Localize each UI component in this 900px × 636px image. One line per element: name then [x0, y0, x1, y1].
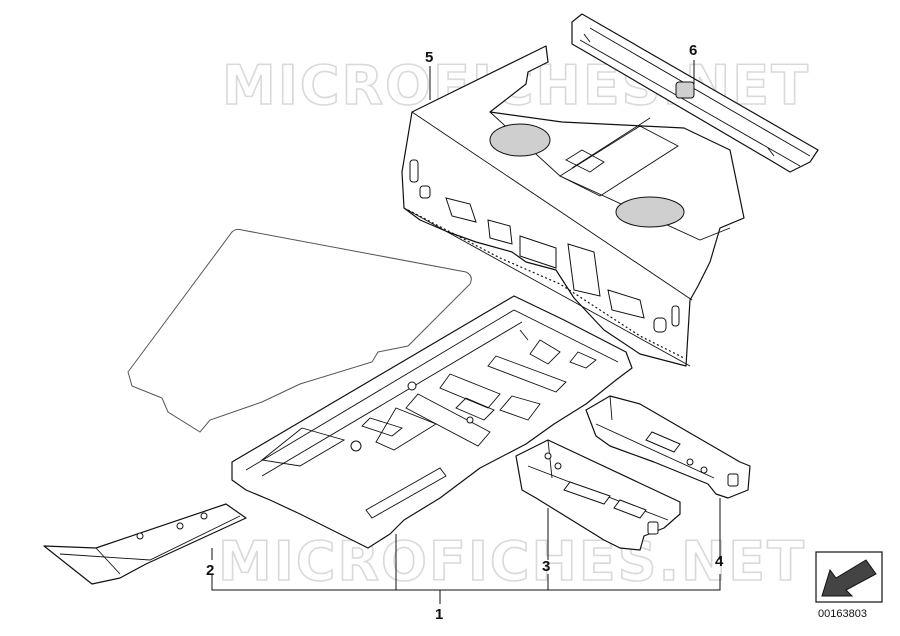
- part-6-cross-member: [571, 13, 819, 173]
- leader-lines: [211, 60, 721, 604]
- floor-mat: [127, 228, 472, 433]
- part-3-bracket: [515, 439, 681, 551]
- callout-1: 1: [435, 606, 443, 623]
- part-2-floor-rail: [43, 503, 247, 585]
- reference-box: [815, 551, 883, 603]
- callout-2: 2: [206, 562, 214, 579]
- part-4-bracket: [585, 395, 751, 499]
- callout-5: 5: [425, 49, 433, 66]
- callout-6: 6: [689, 42, 697, 59]
- callout-3: 3: [542, 558, 550, 575]
- reference-number: 00163803: [818, 608, 867, 620]
- part-5-rear-floor: [401, 45, 745, 367]
- callout-4: 4: [715, 553, 724, 570]
- part-1-floor-pan: [231, 295, 633, 549]
- watermark-bottom: MICROFICHES.NET: [218, 530, 806, 593]
- arrow-icon: [821, 559, 877, 597]
